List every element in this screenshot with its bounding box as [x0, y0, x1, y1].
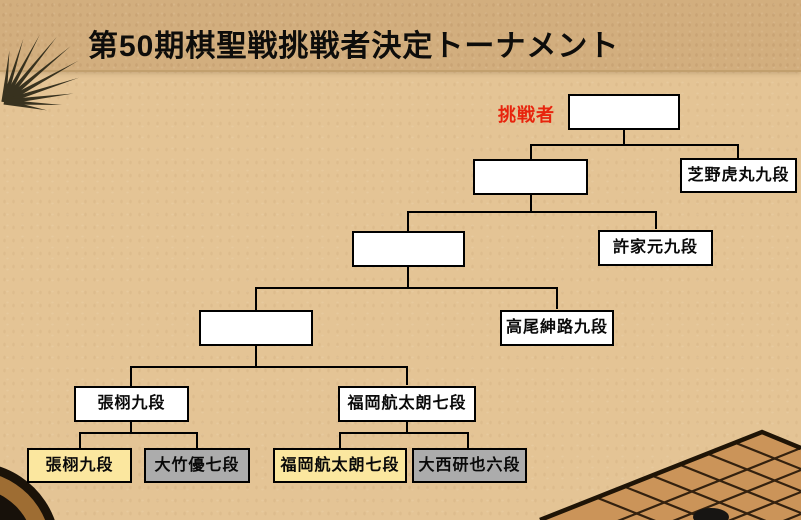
bracket-box-quarterfinal-slot: [199, 310, 313, 346]
player-name: 芝野虎丸九段: [687, 166, 790, 184]
player-name: 福岡航太朗七段: [280, 456, 400, 474]
player-name: 許家元九段: [612, 239, 698, 256]
player-name: 福岡航太朗七段: [347, 395, 467, 412]
go-stone-icon: [693, 508, 729, 520]
player-name: 高尾紳路九段: [505, 319, 608, 336]
bracket-box-final-seed: 芝野虎丸九段: [680, 158, 797, 193]
player-name: 大竹優七段: [154, 456, 240, 474]
bracket-box-round1-loser-left: 大竹優七段: [144, 448, 250, 483]
player-name: 張栩九段: [97, 395, 166, 412]
challenger-label: 挑戦者: [498, 105, 555, 125]
bracket-box-round1-loser-right: 大西研也六段: [412, 448, 527, 483]
bracket-box-final-left-slot: [473, 159, 588, 195]
player-name: 大西研也六段: [418, 456, 521, 474]
bracket-box-round2-right: 福岡航太朗七段: [338, 386, 476, 422]
player-name: 張栩九段: [45, 456, 114, 474]
bracket-box-round1-winner-left: 張栩九段: [27, 448, 132, 483]
page-title: 第50期棋聖戦挑戦者決定トーナメント: [88, 30, 620, 63]
bracket-box-quarterfinal-seed: 高尾紳路九段: [500, 310, 614, 346]
title-band: [0, 0, 801, 72]
bracket-box-round1-winner-right: 福岡航太朗七段: [273, 448, 407, 483]
bracket-box-semifinal-seed: 許家元九段: [598, 230, 713, 266]
go-board-icon: [539, 429, 801, 520]
bracket-box-round2-left: 張栩九段: [74, 386, 189, 422]
bracket-box-semifinal-slot: [352, 231, 465, 267]
bracket-box-champion-slot: [568, 94, 680, 130]
